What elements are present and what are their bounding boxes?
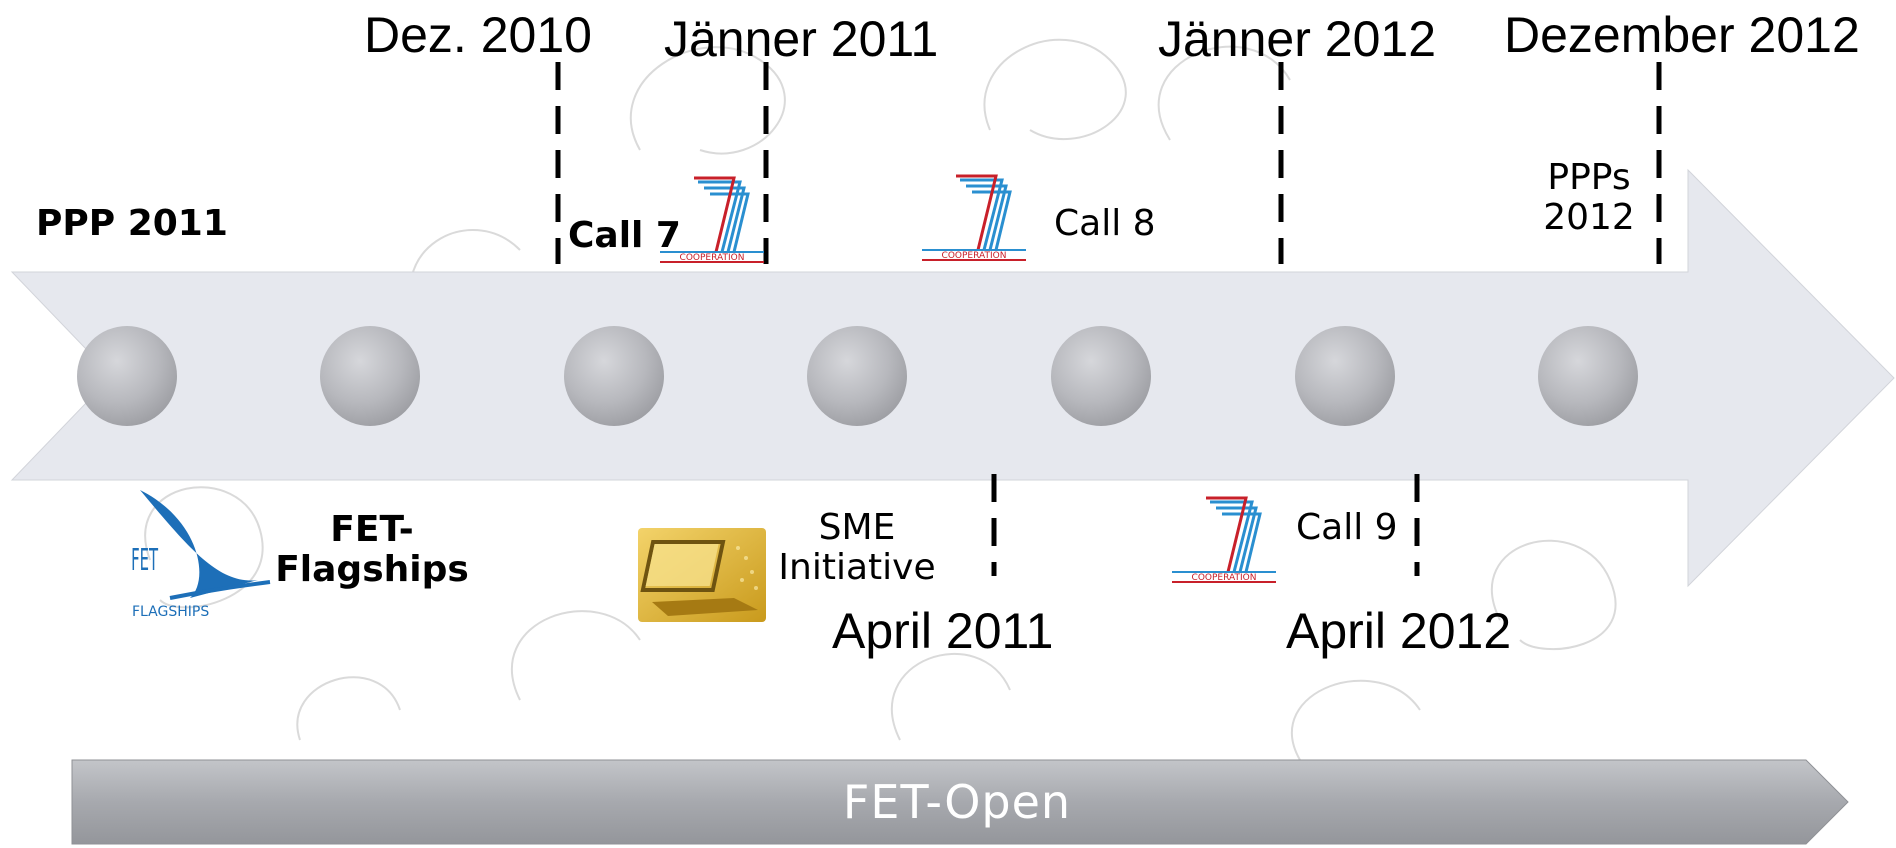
label-ppps-line1: PPPs <box>1547 157 1631 198</box>
fet-flagships-logo: FET FLAGSHIPS <box>131 490 271 620</box>
date-jan-2011: Jänner 2011 <box>664 11 939 67</box>
milestone-circle-3 <box>564 326 664 426</box>
label-fet-flagships: FET- Flagships <box>272 510 472 589</box>
svg-text:COOPERATION: COOPERATION <box>680 253 745 263</box>
date-dez-2010: Dez. 2010 <box>364 7 592 63</box>
label-sme-line1: SME <box>818 507 896 548</box>
fp7-logo-call-7: COOPERATION <box>660 176 764 263</box>
label-ppp-2011: PPP 2011 <box>36 203 228 244</box>
date-markers <box>555 62 1662 576</box>
milestone-circle-2 <box>320 326 420 426</box>
date-dez-2012: Dezember 2012 <box>1504 7 1860 63</box>
fp7-logo-call-8: COOPERATION <box>922 174 1026 261</box>
milestone-circle-7 <box>1538 326 1638 426</box>
svg-text:COOPERATION: COOPERATION <box>1192 573 1257 583</box>
label-sme-line2: Initiative <box>778 546 936 588</box>
svg-text:COOPERATION: COOPERATION <box>942 251 1007 261</box>
label-sme-initiative: SME Initiative <box>774 508 940 587</box>
sme-initiative-image <box>638 528 766 622</box>
label-fet-line2: Flagships <box>275 548 469 590</box>
label-ppps-2012: PPPs 2012 <box>1530 158 1648 237</box>
date-apr-2011: April 2011 <box>832 603 1054 659</box>
date-apr-2012: April 2012 <box>1286 603 1512 659</box>
milestone-circle-5 <box>1051 326 1151 426</box>
fp7-logo-call-9: COOPERATION <box>1172 496 1276 583</box>
svg-text:FET: FET <box>131 543 158 578</box>
fet-open-label: FET-Open <box>842 775 1072 829</box>
label-ppps-line2: 2012 <box>1543 196 1635 238</box>
milestone-circle-1 <box>77 326 177 426</box>
label-call-9: Call 9 <box>1296 507 1398 548</box>
label-call-7: Call 7 <box>568 215 681 256</box>
timeline-arrow <box>10 168 1895 588</box>
milestone-circle-4 <box>807 326 907 426</box>
label-fet-line1: FET- <box>330 509 414 550</box>
milestone-circle-6 <box>1295 326 1395 426</box>
svg-text:FLAGSHIPS: FLAGSHIPS <box>132 604 209 620</box>
label-call-8: Call 8 <box>1054 203 1156 244</box>
fet-open-bar <box>71 759 1849 845</box>
milestone-circles <box>77 326 1638 426</box>
date-jan-2012: Jänner 2012 <box>1158 11 1437 67</box>
